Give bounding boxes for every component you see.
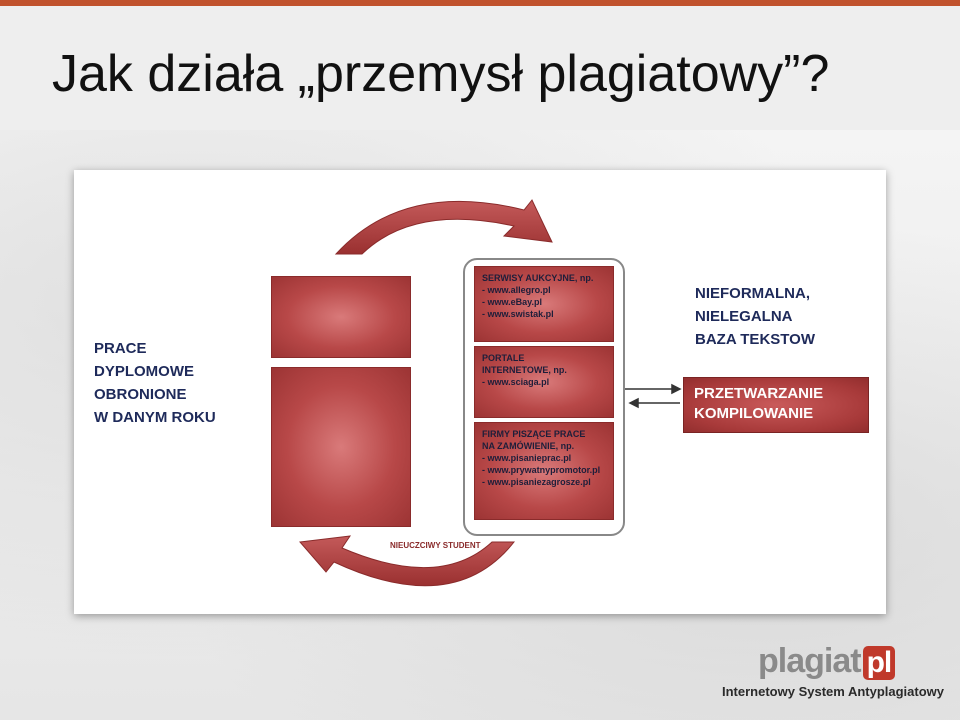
diploma-theses-label: PRACE DYPLOMOWE OBRONIONE W DANYM ROKU: [94, 340, 216, 426]
top-curved-arrow: [334, 199, 553, 255]
dishonest-student-label: NIEUCZCIWY STUDENT: [390, 541, 481, 550]
diploma-box-top: [271, 276, 411, 358]
source-box-portals: PORTALE INTERNETOWE, np. - www.sciaga.pl: [474, 346, 614, 418]
diploma-box-bottom: [271, 367, 411, 527]
informal-database-label: NIEFORMALNA, NIELEGALNA BAZA TEKSTOW: [695, 285, 815, 348]
diagram-panel: PRACE DYPLOMOWE OBRONIONE W DANYM ROKU S…: [74, 170, 886, 614]
source-box-writing-firms: FIRMY PISZĄCE PRACE NA ZAMÓWIENIE, np. -…: [474, 422, 614, 520]
bottom-curved-arrow: [299, 535, 516, 587]
logo-word-start: plagiat: [758, 642, 862, 680]
source-text-writing-firms: FIRMY PISZĄCE PRACE NA ZAMÓWIENIE, np. -…: [482, 429, 601, 487]
processing-box: PRZETWARZANIE KOMPILOWANIE: [683, 377, 869, 433]
sources-column: SERWISY AUKCYJNE, np. - www.allegro.pl -…: [463, 258, 625, 536]
slide-title: Jak działa „przemysł plagiatowy”?: [52, 45, 830, 103]
source-text-portals: PORTALE INTERNETOWE, np. - www.sciaga.pl: [482, 353, 567, 387]
logo-badge: pl: [862, 646, 896, 680]
top-accent-bar: [0, 0, 960, 6]
logo-tagline: Internetowy System Antyplagiatowy: [722, 684, 945, 699]
source-box-auctions: SERWISY AUKCYJNE, np. - www.allegro.pl -…: [474, 266, 614, 342]
processing-label: PRZETWARZANIE KOMPILOWANIE: [694, 385, 824, 422]
source-text-auctions: SERWISY AUKCYJNE, np. - www.allegro.pl -…: [482, 273, 594, 319]
diagram-arrows: [299, 199, 682, 587]
exchange-arrows: [624, 383, 682, 409]
